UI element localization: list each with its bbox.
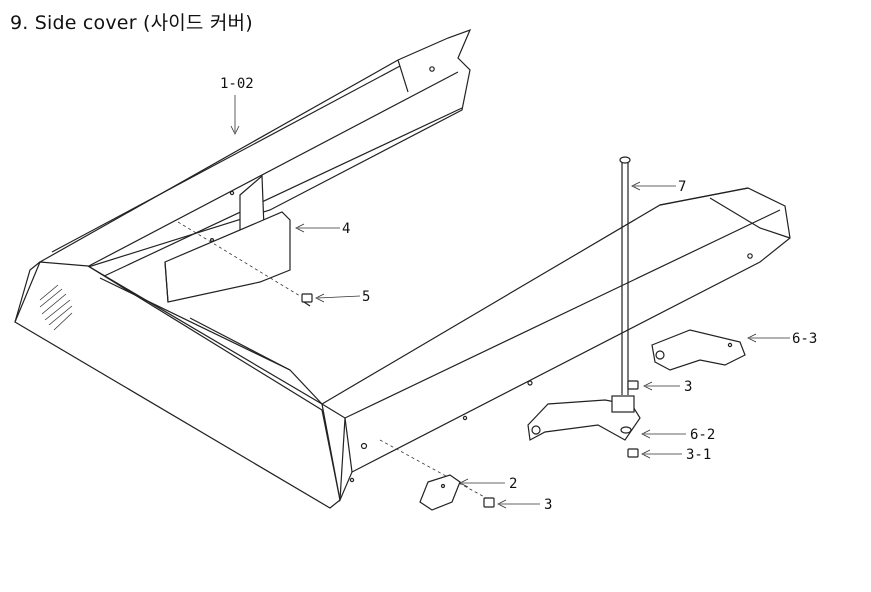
callout-nut-front: 3: [544, 497, 552, 513]
louver-vents: [39, 284, 73, 331]
bracket-6-3: [651, 329, 746, 371]
callout-bolt: 5: [362, 289, 370, 305]
leader-lines: [230, 95, 790, 509]
callout-nut-lower: 3-1: [686, 447, 711, 463]
nut-front: [483, 497, 495, 508]
bolt-5: [301, 293, 313, 307]
page-title: 9. Side cover (사이드 커버): [10, 12, 253, 34]
callout-side-cover: 4: [342, 221, 350, 237]
nut-3-1: [627, 448, 639, 458]
callout-frame: 1-02: [220, 76, 254, 92]
callout-bracket-lower: 6-2: [690, 427, 715, 443]
callout-cap-plate: 2: [509, 476, 517, 492]
rod-7: [619, 156, 631, 395]
callout-rod: 7: [678, 179, 686, 195]
nut-upper: [627, 380, 639, 390]
left-rail: [38, 28, 472, 269]
callout-bracket-right: 6-3: [792, 331, 817, 347]
frame-assembly: [14, 28, 791, 509]
callout-nut-upper: 3: [684, 379, 692, 395]
cap-plate-2: [419, 474, 461, 511]
